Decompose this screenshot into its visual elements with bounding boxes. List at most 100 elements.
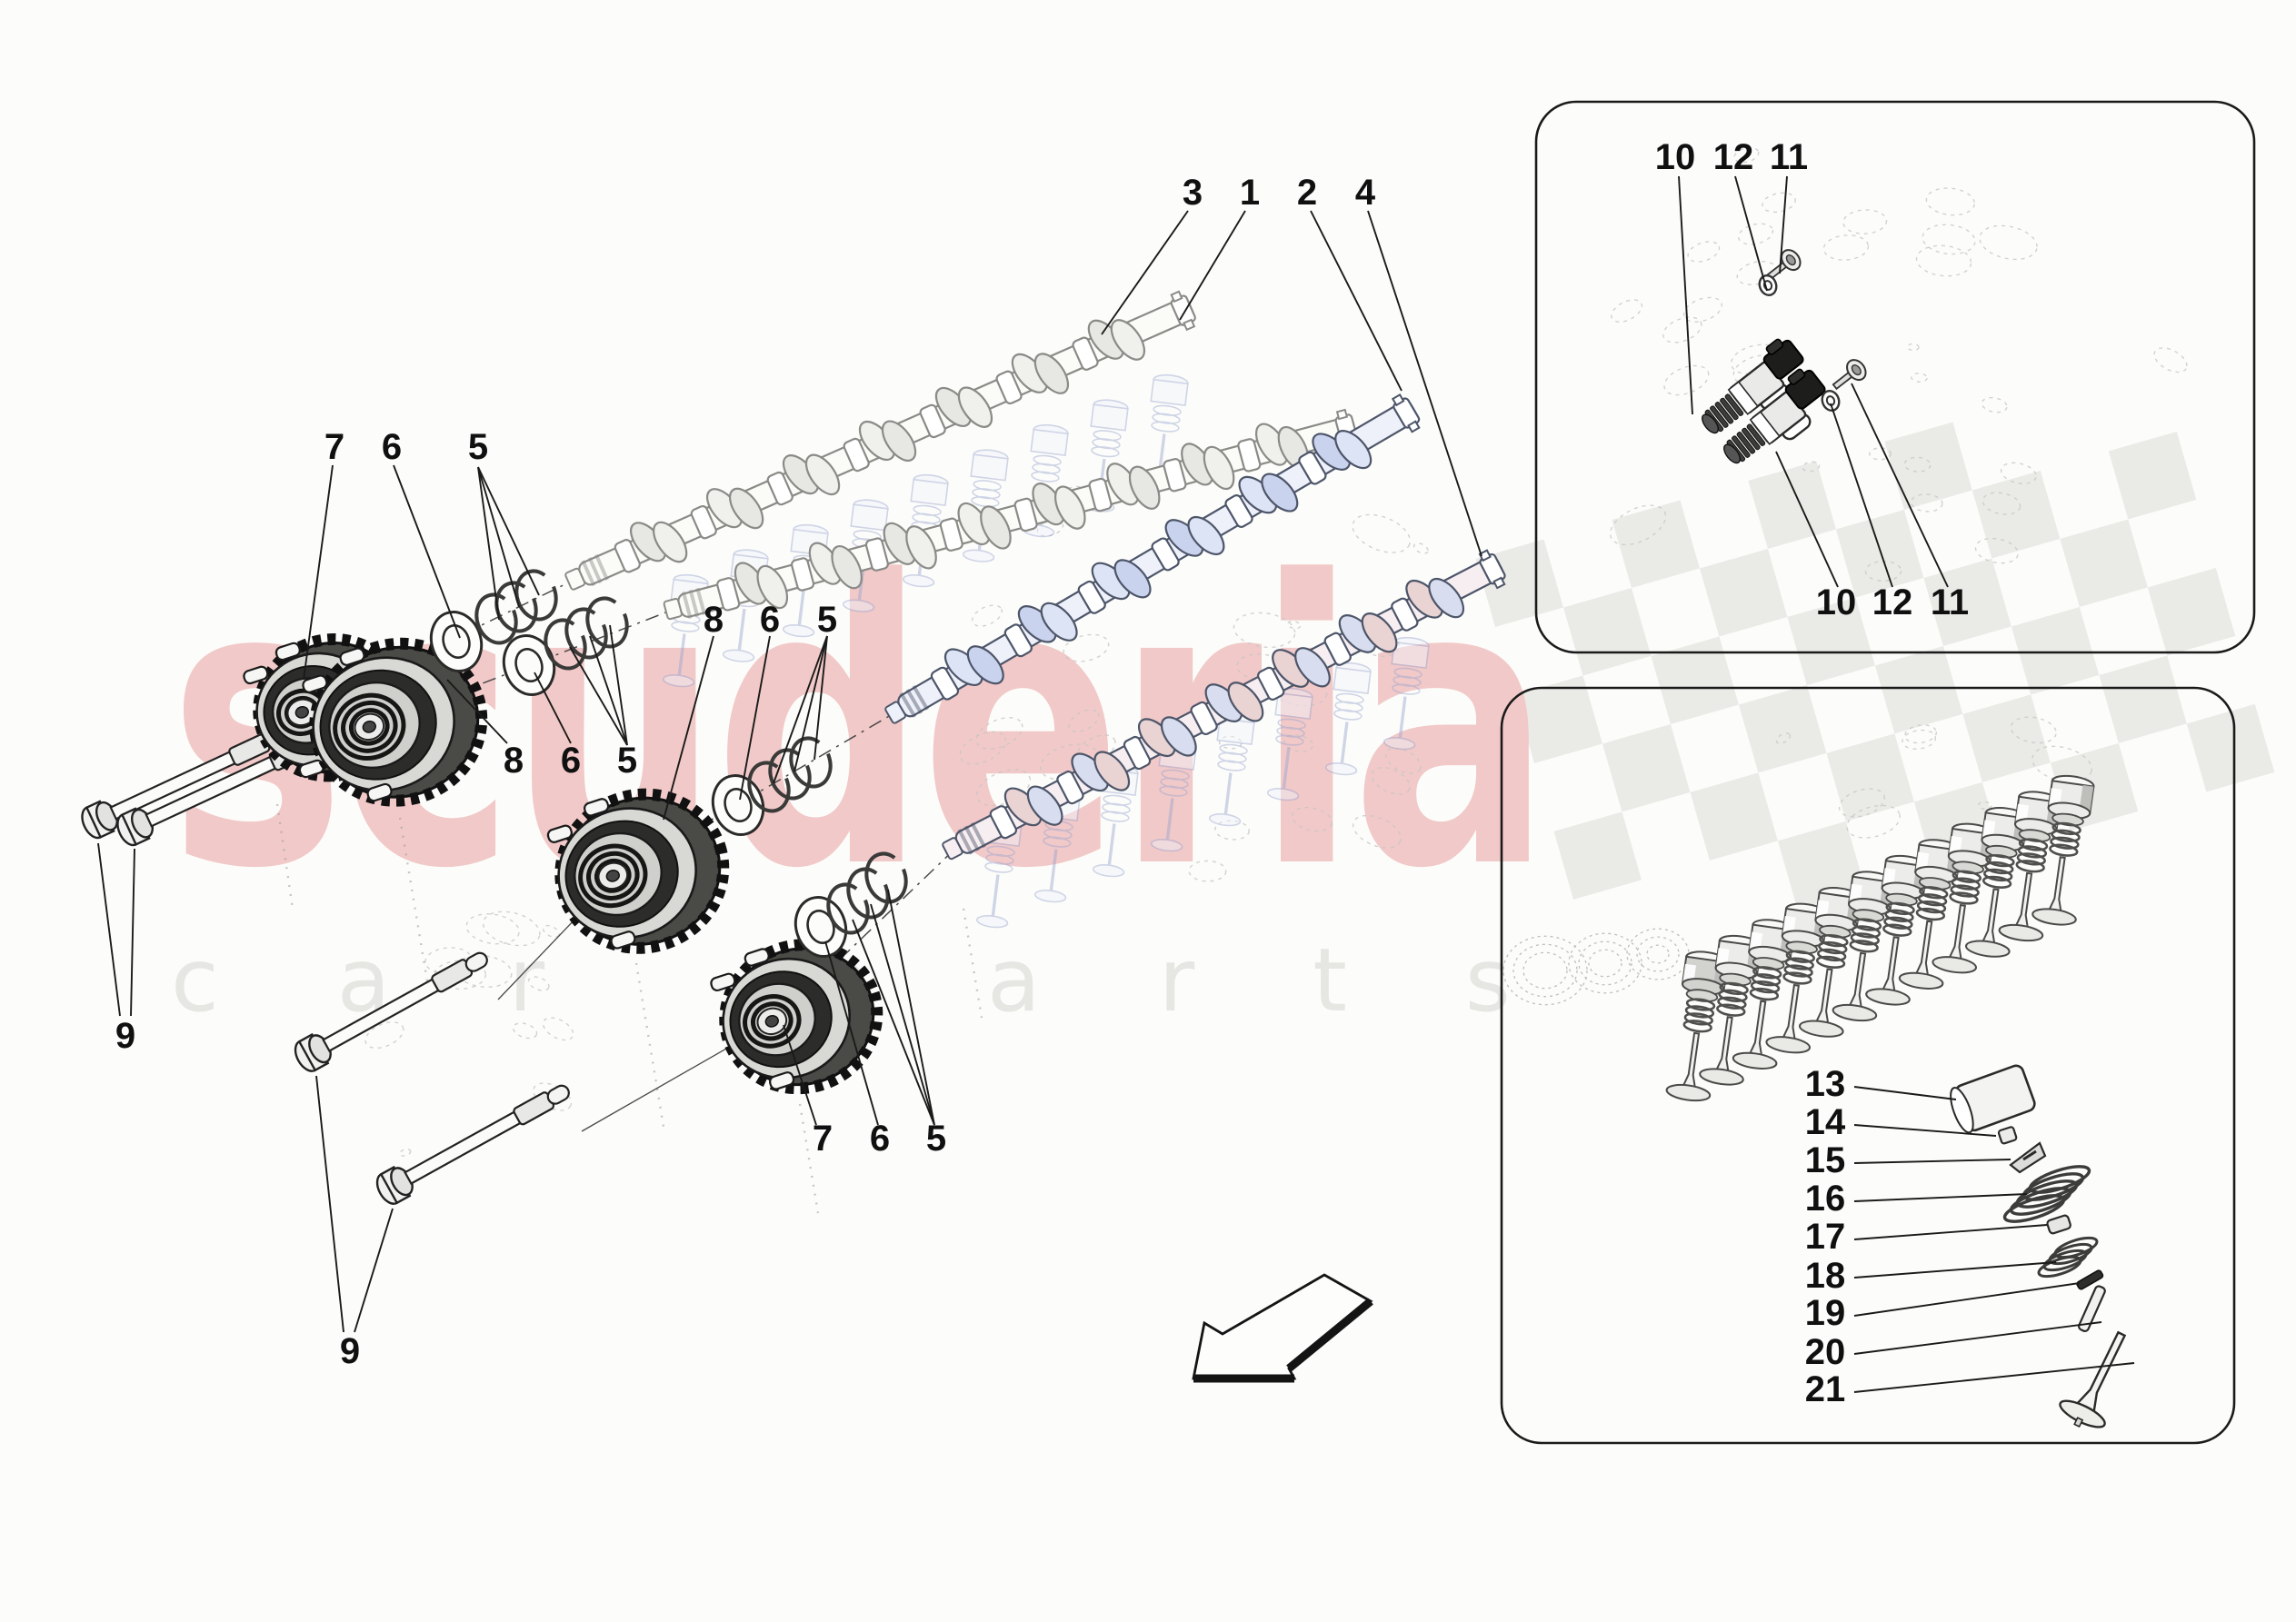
- valve-assembly: [1832, 871, 1895, 1022]
- callout-4: 4: [1355, 173, 1376, 213]
- inset-box-2: [1500, 686, 2236, 1445]
- cam-phase-variator: [302, 637, 488, 807]
- leader-line: [97, 842, 121, 1017]
- leader-line: [1853, 1193, 2028, 1202]
- cam-phase-variator: [546, 788, 730, 954]
- callout-13: 13: [1805, 1064, 1846, 1104]
- camshaft-bolt: [375, 1084, 570, 1205]
- washer: [794, 896, 848, 958]
- leader-line: [1779, 175, 1788, 274]
- part-21-valve: [2059, 1330, 2127, 1428]
- leader-line: [739, 635, 771, 801]
- leader-line: [1853, 1159, 2011, 1164]
- camshaft-intake: [884, 393, 1421, 724]
- inset-boxes: [1500, 100, 2256, 1445]
- checkered-flag-watermark: [1475, 422, 2275, 910]
- tagline-car-watermark: car: [171, 930, 663, 1031]
- callout-12: 12: [1713, 137, 1754, 177]
- part-13-tappet: [1950, 1064, 2036, 1134]
- leader-line: [1310, 210, 1403, 392]
- callout-6: 6: [561, 741, 581, 781]
- leader-line: [477, 466, 540, 596]
- leader-line: [887, 889, 935, 1126]
- callout-5: 5: [617, 741, 637, 781]
- callout-8: 8: [704, 600, 724, 640]
- leader-line: [1853, 1086, 1957, 1100]
- leader-line: [1678, 175, 1693, 415]
- callout-11: 11: [1931, 582, 1969, 622]
- callout-10: 10: [1816, 582, 1857, 622]
- callout-3: 3: [1183, 173, 1203, 213]
- direction-arrow: [1192, 1273, 1373, 1383]
- callout-14: 14: [1805, 1102, 1846, 1142]
- camshaft-exhaust: [942, 549, 1506, 861]
- snap-ring: [826, 882, 870, 935]
- leader-line: [1853, 1224, 2048, 1240]
- inset-box-1: [1534, 100, 2256, 654]
- leader-line: [1101, 210, 1189, 335]
- assembly-axis: [617, 708, 903, 875]
- leader-line: [393, 464, 461, 639]
- leader-line: [814, 635, 828, 761]
- callout-7: 7: [813, 1119, 833, 1159]
- snap-ring: [474, 592, 518, 645]
- leader-line: [1853, 1362, 2135, 1393]
- leader-line: [663, 635, 714, 821]
- camshaft-ghost: [564, 290, 1196, 591]
- leader-line: [1853, 1321, 2102, 1355]
- callout-5: 5: [468, 427, 488, 467]
- camshaft-ghost: [663, 408, 1359, 621]
- leader-line: [1853, 1261, 2057, 1279]
- assembly-axis: [374, 606, 681, 726]
- valve-assembly: [1965, 807, 2029, 958]
- leader-line: [783, 1024, 817, 1126]
- callout-1: 1: [1240, 173, 1260, 213]
- flag-cells: [1475, 422, 2275, 910]
- leader-line: [824, 940, 879, 1126]
- leader-line: [477, 466, 500, 621]
- leader-line: [303, 464, 334, 681]
- callout-19: 19: [1805, 1293, 1846, 1333]
- callout-6: 6: [382, 427, 402, 467]
- screw-washer: [1821, 390, 1841, 412]
- valve-assembly: [2031, 774, 2095, 926]
- callout-20: 20: [1805, 1332, 1846, 1372]
- callout-12: 12: [1872, 582, 1913, 622]
- callout-21: 21: [1805, 1369, 1846, 1409]
- ghost-valve: [1383, 636, 1430, 751]
- leader-line: [1851, 383, 1949, 588]
- callout-5: 5: [926, 1119, 946, 1159]
- leader-line: [534, 672, 572, 744]
- solenoid-screw: [1832, 359, 1867, 391]
- callout-9: 9: [340, 1331, 360, 1371]
- leader-line: [1830, 403, 1893, 588]
- snap-ring: [544, 618, 587, 671]
- leader-line: [1775, 451, 1839, 588]
- leader-line: [354, 1208, 394, 1333]
- leader-line: [852, 919, 935, 1126]
- screw-washer: [1758, 274, 1778, 296]
- camshaft-bolt: [294, 951, 488, 1072]
- leader-line: [130, 848, 135, 1017]
- leader-line: [1179, 210, 1246, 321]
- vvt-solenoid: [1723, 368, 1826, 464]
- ghost-valve: [962, 449, 1009, 562]
- callout-18: 18: [1805, 1256, 1846, 1296]
- callout-5: 5: [817, 600, 837, 640]
- leader-line: [1734, 175, 1768, 292]
- leader-line: [1853, 1124, 1997, 1137]
- leader-line: [1367, 210, 1482, 557]
- snap-ring: [864, 851, 908, 904]
- leader-line: [609, 624, 628, 746]
- callout-9: 9: [115, 1016, 135, 1056]
- leader-line: [794, 635, 828, 772]
- valve-parts-column: [1950, 1064, 2127, 1428]
- callout-6: 6: [870, 1119, 890, 1159]
- tagline-parts-watermark: parts: [814, 930, 1629, 1031]
- snap-ring: [768, 748, 812, 801]
- leader-line: [1853, 1282, 2081, 1317]
- washer: [429, 611, 484, 672]
- callout-7: 7: [324, 427, 344, 467]
